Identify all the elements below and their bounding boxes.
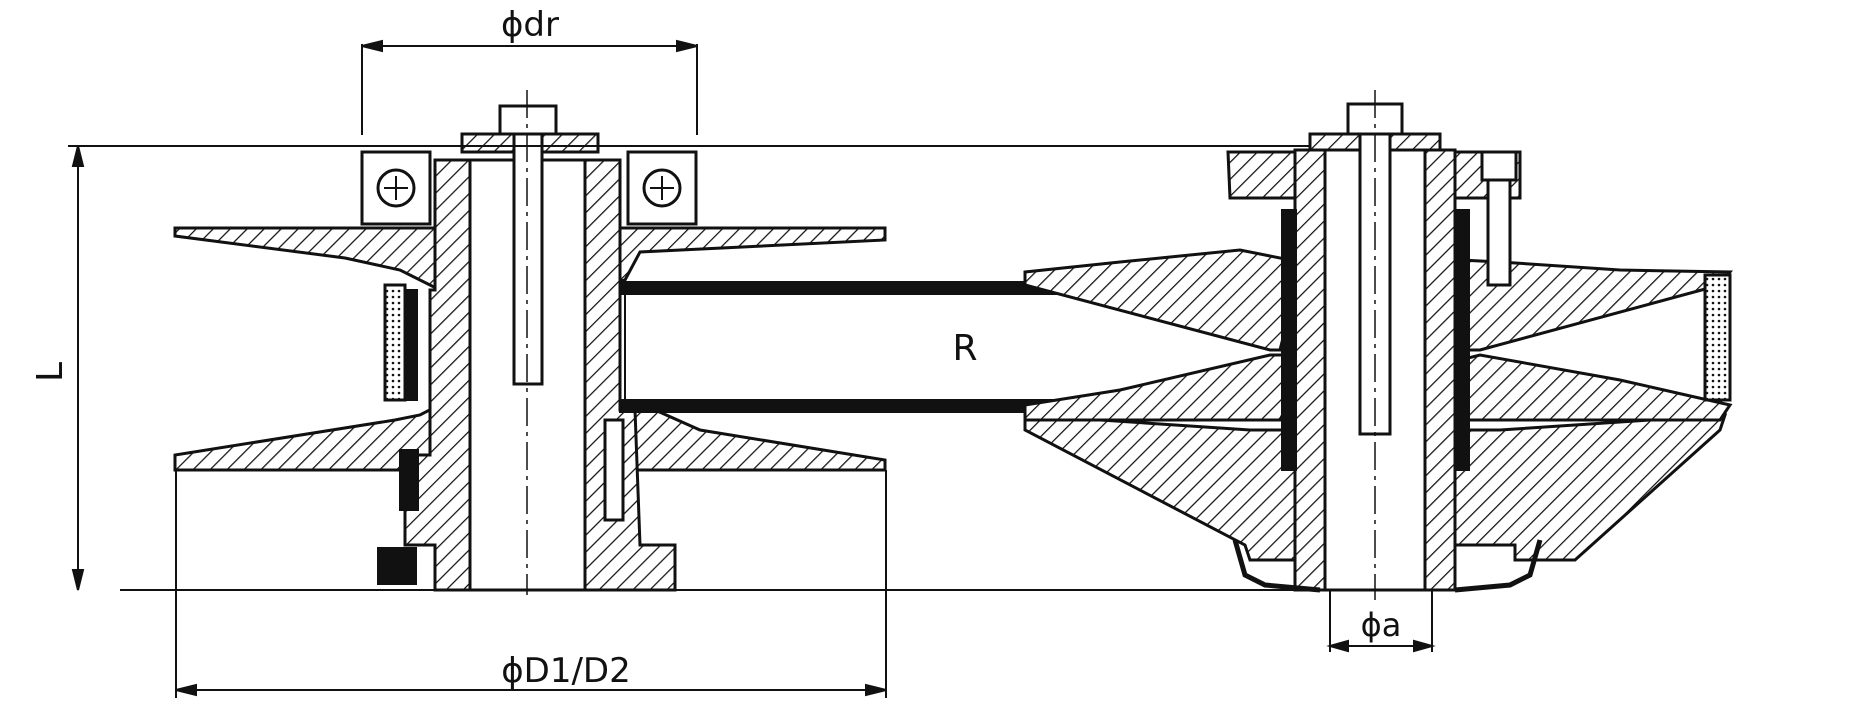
- right-hub-right: [1423, 148, 1457, 592]
- dimension-l: L: [30, 145, 1310, 591]
- right-lower-sheave-right: [1458, 353, 1733, 422]
- dimension-a-label: ϕa: [1361, 606, 1402, 644]
- dimension-l-label: L: [30, 362, 71, 382]
- left-pulley: [120, 90, 1330, 595]
- right-lower-sheave-left: [1023, 353, 1292, 422]
- left-bolt-shank: [512, 132, 544, 386]
- dimension-d1-d2-label: ϕD1/D2: [501, 651, 631, 691]
- dimension-dr-label: ϕdr: [501, 5, 559, 45]
- right-spring-drum: [1703, 273, 1732, 402]
- belt: [619, 281, 1061, 413]
- dimension-d1-d2: ϕD1/D2: [175, 470, 887, 698]
- right-upper-sheave-left: [1023, 248, 1292, 352]
- right-pulley: [1023, 90, 1734, 600]
- dimension-a: ϕa: [1326, 590, 1436, 653]
- dimension-dr: ϕdr: [361, 5, 698, 135]
- left-bolt-head: [498, 104, 558, 136]
- right-side-bolt: [1486, 163, 1512, 287]
- right-hub-left: [1293, 148, 1327, 592]
- right-bottom-cup: [1232, 539, 1543, 593]
- dimension-r: R: [952, 328, 977, 369]
- left-spring-stack: [383, 283, 407, 402]
- dimension-r-label: R: [952, 328, 977, 369]
